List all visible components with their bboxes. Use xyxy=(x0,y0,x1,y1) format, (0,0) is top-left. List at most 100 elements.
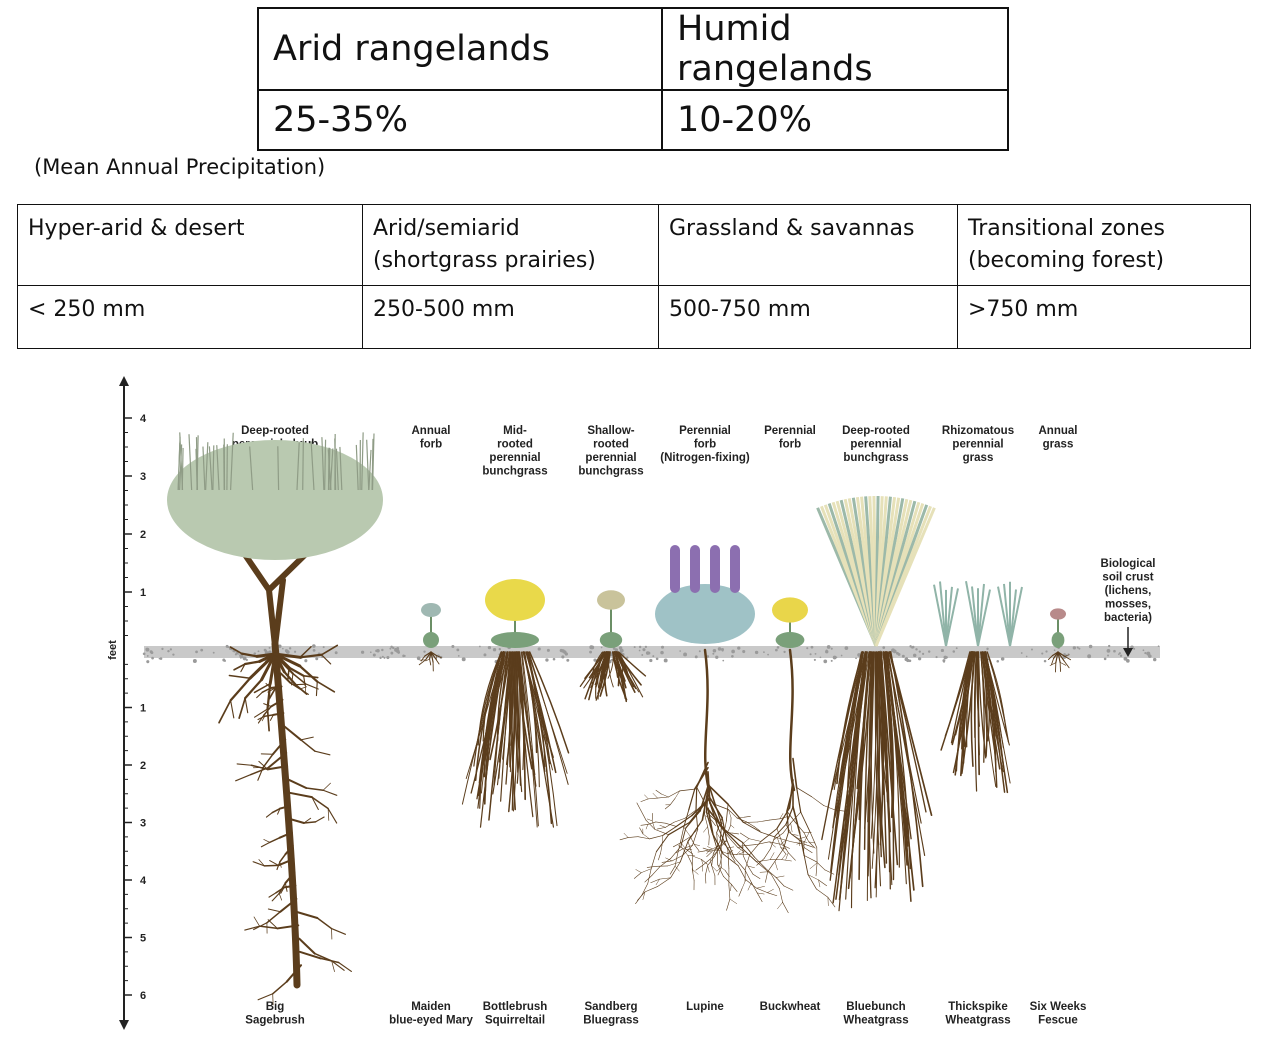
soil-grain xyxy=(278,644,282,648)
soil-grain xyxy=(647,651,651,655)
root-segment xyxy=(747,882,752,891)
root-segment xyxy=(816,888,829,898)
root-segment xyxy=(425,658,430,662)
root-segment xyxy=(265,812,273,818)
soil-grain xyxy=(776,646,780,649)
root-segment xyxy=(691,868,695,881)
tick-label-below: 2 xyxy=(140,760,146,772)
fibrous-root xyxy=(508,651,514,747)
root-segment xyxy=(707,826,710,837)
root-segment xyxy=(799,832,805,857)
root-segment xyxy=(780,839,787,845)
soil-grain xyxy=(996,659,1000,663)
root-segment xyxy=(285,964,303,983)
shrub-twig xyxy=(324,439,327,491)
soil-grain xyxy=(268,646,271,649)
tick-label-below: 5 xyxy=(140,933,146,945)
root-segment xyxy=(236,763,252,766)
foliage xyxy=(421,603,441,648)
soil-grain xyxy=(257,650,260,653)
root-segment xyxy=(640,810,647,821)
soil-grain xyxy=(563,650,567,654)
root-segment xyxy=(748,838,762,842)
root-segment xyxy=(655,878,660,886)
shrub-twig xyxy=(310,441,315,491)
fibrous-root xyxy=(508,651,517,813)
root-segment xyxy=(763,848,771,859)
root-segment xyxy=(320,644,339,656)
root-segment xyxy=(786,810,797,824)
root-segment xyxy=(240,652,259,658)
root-segment xyxy=(267,919,278,929)
soil-grain xyxy=(840,654,843,657)
root-segment xyxy=(756,892,765,895)
grass-blade xyxy=(977,583,985,647)
grass-blade xyxy=(1009,586,1023,647)
soil-grain xyxy=(641,654,644,656)
soil-grain xyxy=(1119,654,1123,657)
soil-grain xyxy=(1113,649,1116,653)
soil-grain xyxy=(304,659,308,663)
soil-grain xyxy=(826,645,831,649)
root-segment xyxy=(683,809,690,828)
header-hyper-arid: Hyper-arid & desert xyxy=(17,204,363,286)
root-segment xyxy=(706,850,712,853)
fibrous-root xyxy=(888,651,927,813)
root-segment xyxy=(824,869,835,875)
root-segment xyxy=(279,897,298,913)
soil-grain xyxy=(167,649,170,653)
fibrous-root xyxy=(526,651,553,825)
root-segment xyxy=(277,858,295,867)
fibrous-root xyxy=(977,651,981,776)
shrub-twig xyxy=(339,446,343,491)
root-segment xyxy=(263,839,271,843)
soil-grain xyxy=(227,646,230,649)
soil-grain xyxy=(819,656,822,659)
root-segment xyxy=(760,828,778,842)
root-segment xyxy=(776,837,792,843)
root-segment xyxy=(774,848,784,862)
soil-grain xyxy=(698,650,701,653)
root-segment xyxy=(640,798,649,802)
grass-blade xyxy=(874,507,936,647)
root-segment xyxy=(769,818,781,821)
fibrous-root xyxy=(522,651,538,754)
root-segment xyxy=(287,666,290,681)
root-segment xyxy=(776,807,791,830)
root-segment xyxy=(765,868,777,878)
root-segment xyxy=(657,877,671,887)
foliage xyxy=(933,581,1023,647)
root-segment xyxy=(692,855,702,860)
root-segment xyxy=(808,841,816,844)
root-segment xyxy=(646,865,657,868)
root-segment xyxy=(790,822,793,833)
fibrous-root xyxy=(962,651,973,764)
value-humid-rangelands: 10-20% xyxy=(661,89,1009,151)
soil-grain xyxy=(161,647,164,651)
soil-grain xyxy=(172,653,175,656)
root-segment xyxy=(418,659,427,666)
tick-label-above: 1 xyxy=(140,587,146,599)
soil-grain xyxy=(389,647,392,650)
root-segment xyxy=(818,879,827,887)
soil-grain xyxy=(423,650,426,653)
shrub-twig xyxy=(188,434,193,491)
soil-grain xyxy=(742,649,746,654)
flower-head xyxy=(772,597,808,623)
root-segment xyxy=(303,675,306,687)
shrub-twig xyxy=(195,437,199,491)
soil-grain xyxy=(234,653,237,656)
root-segment xyxy=(687,855,693,865)
root-segment xyxy=(827,896,836,908)
root-segment xyxy=(268,836,281,844)
tick-label-above: 2 xyxy=(140,529,146,541)
root-segment xyxy=(258,925,279,930)
root-segment xyxy=(261,715,266,722)
root-segment xyxy=(730,855,736,863)
